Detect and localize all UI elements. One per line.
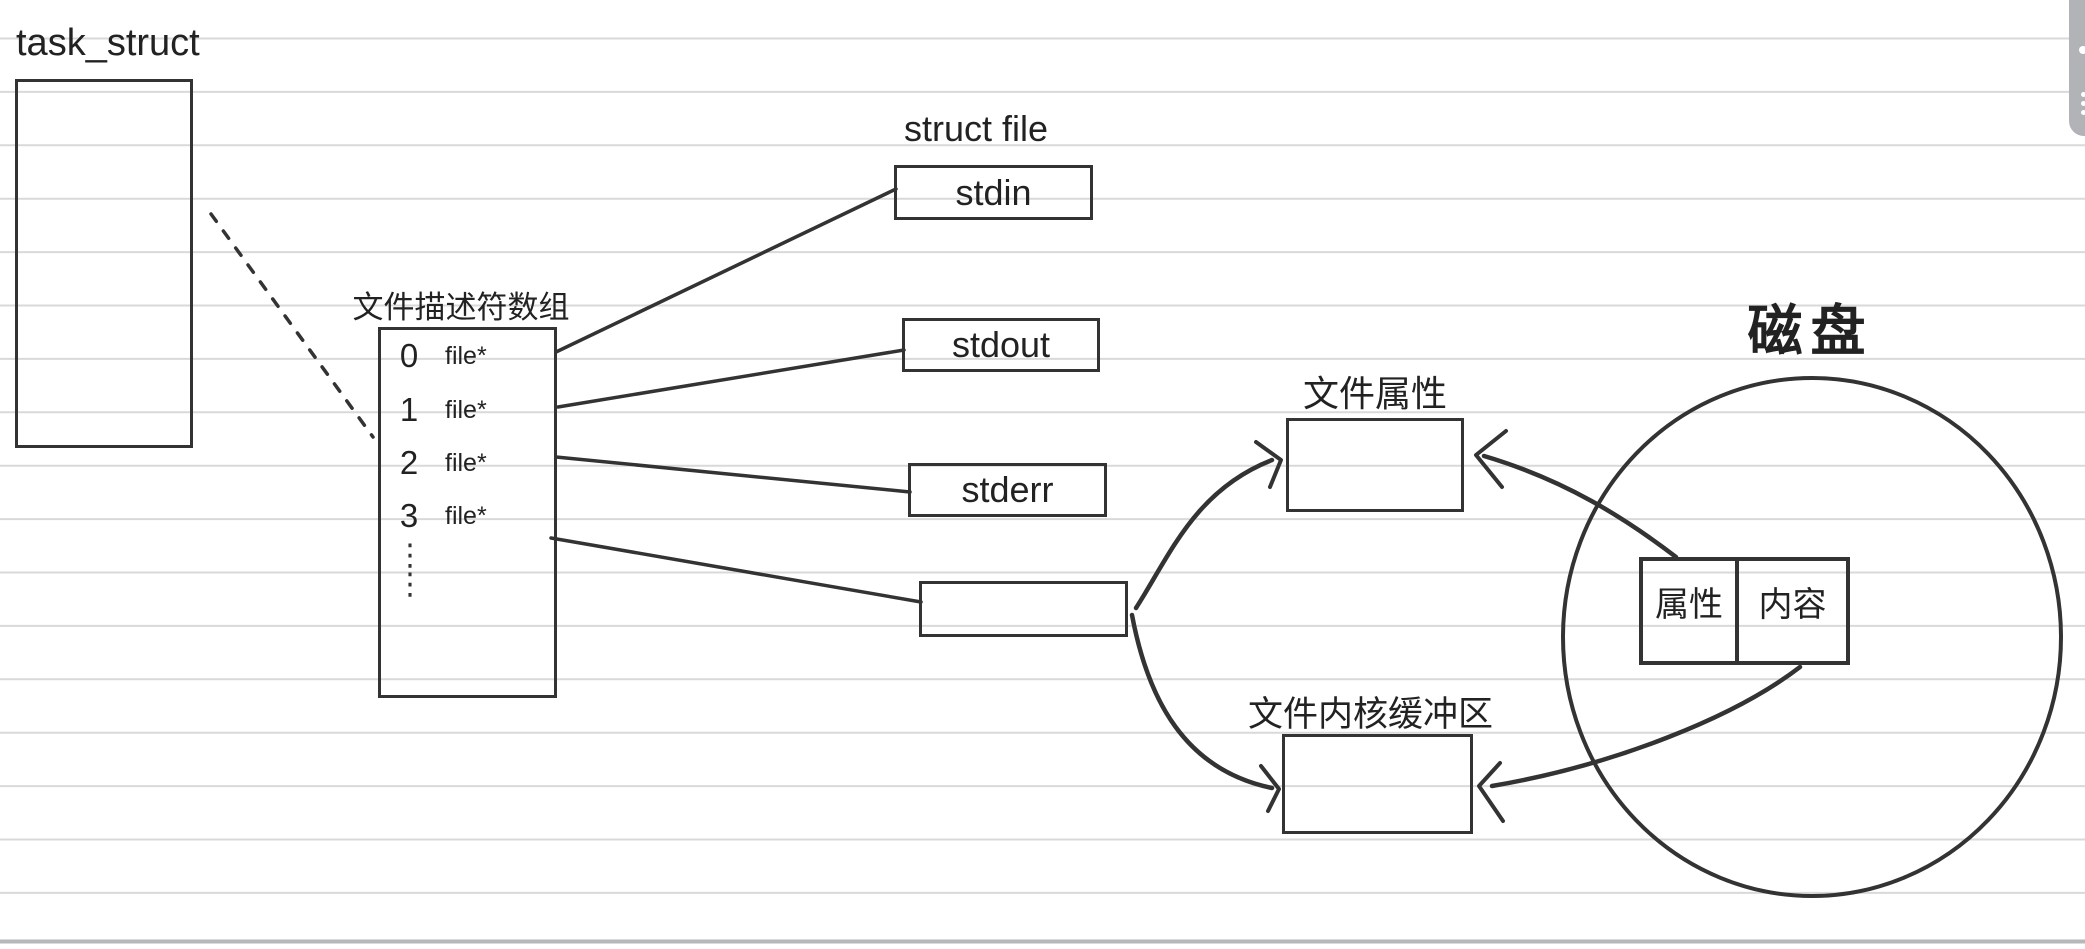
disk-attr-cell: 属性 bbox=[1643, 561, 1739, 661]
struct-file-label: struct file bbox=[903, 108, 1049, 149]
file-to-attributes-arrowhead bbox=[1254, 440, 1283, 489]
disk-attr-to-attributes-arrowhead bbox=[1474, 429, 1508, 489]
unnamed-file-box bbox=[919, 581, 1128, 637]
fd-pointer: file* bbox=[445, 448, 487, 477]
file-to-buffer-curve bbox=[1129, 612, 1275, 791]
fd-index: 0 bbox=[399, 337, 419, 374]
stderr-box: stderr bbox=[908, 463, 1107, 517]
disk-content-cell: 内容 bbox=[1758, 586, 1827, 624]
disk-attr-to-attributes-curve bbox=[1481, 453, 1679, 560]
side-toolbar-handle[interactable] bbox=[2069, 0, 2085, 136]
fd-row-3: 3 file* bbox=[389, 497, 487, 535]
fd-pointer: file* bbox=[445, 341, 487, 370]
fd2-to-stderr-line bbox=[554, 455, 912, 494]
fd-ellipsis: ⋮ ⋮ bbox=[395, 539, 425, 601]
task-struct-to-fd-dashed-line bbox=[209, 212, 375, 439]
fd-row-1: 1 file* bbox=[389, 391, 487, 429]
ruled-lines bbox=[0, 37, 2085, 894]
task-struct-label: task_struct bbox=[16, 22, 200, 64]
fd-row-0: 0 file* bbox=[389, 337, 487, 375]
toolbar-dot-icon bbox=[2081, 92, 2085, 97]
fd-array-box: 0 file* 1 file* 2 file* 3 file* ⋮ ⋮ bbox=[378, 327, 557, 698]
fd-array-label: 文件描述符数组 bbox=[352, 290, 570, 325]
kernel-buffer-box bbox=[1282, 734, 1473, 834]
fd1-to-stdout-line bbox=[556, 348, 906, 409]
disk-content-to-buffer-curve bbox=[1489, 664, 1803, 789]
disk-inode-box: 属性 内容 bbox=[1639, 557, 1850, 665]
disk-circle bbox=[1561, 376, 2063, 898]
fd-pointer: file* bbox=[445, 501, 487, 530]
fd0-to-stdin-line bbox=[554, 187, 898, 354]
file-attributes-label: 文件属性 bbox=[1302, 373, 1447, 414]
fd-pointer: file* bbox=[445, 395, 487, 424]
toolbar-dot-icon bbox=[2081, 101, 2085, 106]
fd-index: 1 bbox=[399, 391, 419, 428]
fd-index: 2 bbox=[399, 444, 419, 481]
kernel-buffer-label: 文件内核缓冲区 bbox=[1248, 695, 1494, 734]
task-struct-box bbox=[15, 79, 193, 448]
toolbar-dot-icon bbox=[2081, 110, 2085, 115]
file-attributes-box bbox=[1286, 418, 1464, 512]
stdout-box: stdout bbox=[902, 318, 1100, 372]
stdin-box: stdin bbox=[894, 165, 1093, 220]
toolbar-dot-icon bbox=[2079, 46, 2085, 54]
fd-row-2: 2 file* bbox=[389, 444, 487, 482]
file-to-attributes-curve bbox=[1133, 457, 1275, 611]
disk-content-to-buffer-arrowhead bbox=[1477, 761, 1505, 823]
fd3-to-file-line bbox=[549, 536, 923, 604]
disk-label: 磁盘 bbox=[1747, 300, 1874, 362]
fd-index: 3 bbox=[399, 497, 419, 534]
file-to-buffer-arrowhead bbox=[1259, 764, 1281, 813]
